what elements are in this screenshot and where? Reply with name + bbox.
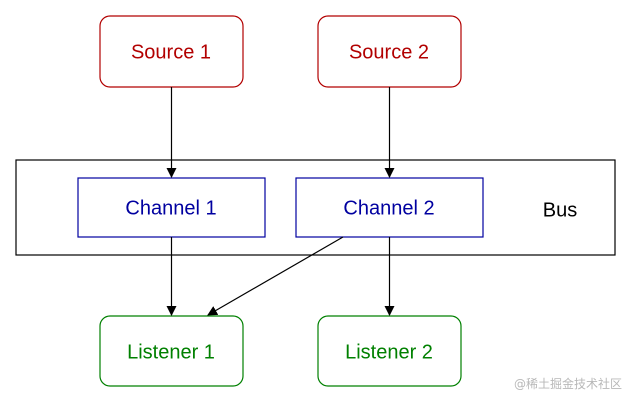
source-node-2: Source 2: [317, 15, 462, 88]
bus-label: Bus: [543, 199, 577, 221]
listener-node-1: Listener 1: [99, 315, 244, 387]
channel-1-label: Channel 1: [125, 197, 216, 219]
channel-node-2: Channel 2: [295, 177, 484, 238]
channel-2-label: Channel 2: [343, 197, 434, 219]
watermark-text: @稀土掘金技术社区: [513, 377, 622, 391]
arrow-channel2-to-listener1: [207, 236, 344, 316]
listener-1-label: Listener 1: [127, 341, 215, 363]
listener-2-label: Listener 2: [345, 341, 433, 363]
source-2-label: Source 2: [349, 41, 429, 63]
source-1-label: Source 1: [131, 41, 211, 63]
channel-node-1: Channel 1: [77, 177, 266, 238]
listener-node-2: Listener 2: [317, 315, 462, 387]
source-node-1: Source 1: [99, 15, 244, 88]
